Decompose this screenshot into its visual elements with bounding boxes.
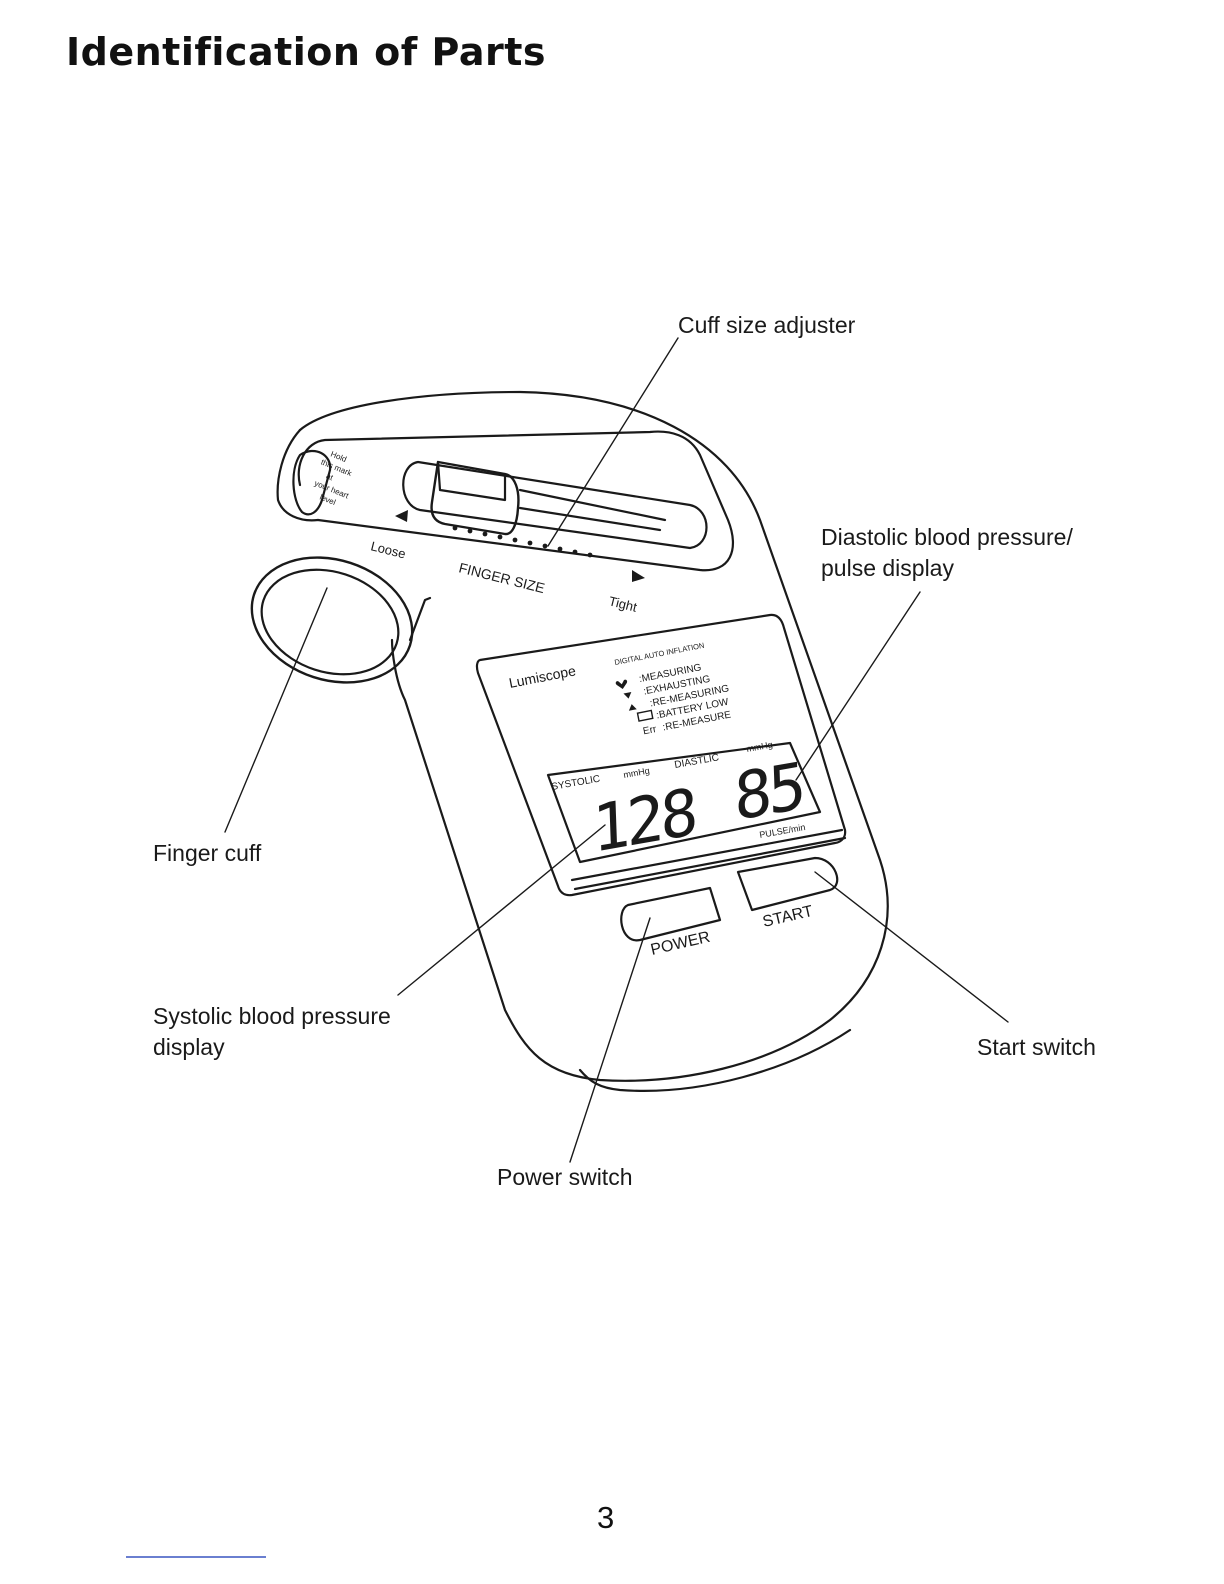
finger-cuff-inner <box>260 568 400 676</box>
page-title: Identification of Parts <box>66 30 547 74</box>
page-number: 3 <box>597 1500 615 1535</box>
systolic-label: SYSTOLIC <box>551 774 601 793</box>
leader-power <box>569 917 651 1163</box>
battery-icon <box>636 709 654 722</box>
power-button[interactable] <box>620 886 722 942</box>
leader-cuff-adjuster <box>547 337 679 547</box>
brand-label: Lumiscope <box>508 662 578 691</box>
systolic-display-label: Systolic blood pressure display <box>153 1001 391 1063</box>
loose-label: Loose <box>369 538 407 561</box>
leader-diastolic <box>795 591 921 781</box>
label-panel <box>475 613 847 897</box>
start-button-label: START <box>761 903 815 931</box>
device-base-edge <box>578 1028 852 1092</box>
adjuster-slot <box>402 460 708 550</box>
leader-finger-cuff <box>224 587 328 833</box>
power-button-label: POWER <box>649 929 712 959</box>
diastolic-display-label: Diastolic blood pressure/ pulse display <box>821 522 1073 584</box>
start-switch-label: Start switch <box>977 1034 1096 1060</box>
diastolic-label: DIASTLIC <box>674 752 720 771</box>
systolic-value: 128 <box>591 775 696 868</box>
cuff-size-adjuster-label: Cuff size adjuster <box>678 312 856 338</box>
exhausting-arrow-icon <box>623 691 632 699</box>
diastolic-label-line: Diastolic blood pressure/ <box>821 524 1073 550</box>
finger-cuff <box>250 556 414 684</box>
heart-mark-line: at <box>325 471 335 482</box>
start-button[interactable] <box>736 856 839 912</box>
finger-size-scale <box>395 510 645 582</box>
systolic-unit: mmHg <box>623 766 651 780</box>
measuring-heart-icon <box>615 679 628 690</box>
systolic-label-line: display <box>153 1034 225 1060</box>
diastolic-value: 85 <box>733 749 804 836</box>
lcd-screen <box>546 741 822 864</box>
cuff-size-slider <box>430 460 520 536</box>
power-switch-label: Power switch <box>497 1164 633 1190</box>
leader-start <box>814 871 1009 1023</box>
tight-arrow-icon <box>632 570 645 582</box>
status-legend: :MEASURING :EXHAUSTING :RE-MEASURING :BA… <box>615 662 732 737</box>
diastolic-label-line: pulse display <box>821 555 954 581</box>
device-body <box>298 390 889 1082</box>
device-body-edge <box>276 428 320 522</box>
heart-mark-icon <box>292 449 332 516</box>
heart-mark-text: Hold this mark at your heart level <box>313 450 354 508</box>
legend-err: Err <box>642 724 658 737</box>
finger-size-label: FINGER SIZE <box>457 559 546 596</box>
systolic-label-line: Systolic blood pressure <box>153 1003 391 1029</box>
footer-rule <box>126 1556 266 1558</box>
loose-arrow-icon <box>395 510 408 522</box>
leader-systolic <box>397 824 606 996</box>
diastolic-unit: mmHg <box>746 740 774 754</box>
tight-label: Tight <box>607 593 639 615</box>
finger-cuff-label: Finger cuff <box>153 840 262 866</box>
remeasuring-arrow-icon <box>628 704 637 711</box>
